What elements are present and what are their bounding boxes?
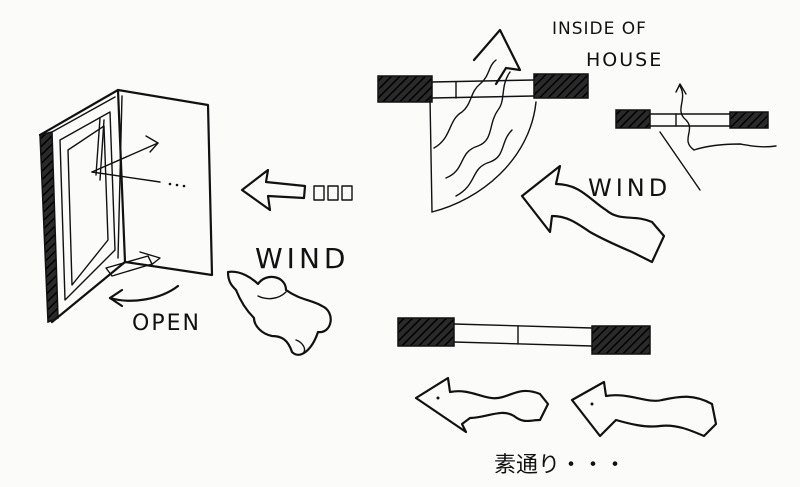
wind-label-right: WIND <box>588 174 671 202</box>
pointing-hand-icon <box>226 270 332 356</box>
window-airflow-arrow <box>91 142 159 173</box>
window-frame-jamb <box>39 131 59 324</box>
inside-of-house-label-1: INSIDE OF <box>552 19 647 39</box>
open-window-drawing: OPEN <box>38 88 214 336</box>
plan-detail-small <box>615 83 777 191</box>
inside-of-house-label-2: HOUSE <box>586 49 663 71</box>
window-sash-open <box>116 88 214 277</box>
plan-view-open-window <box>377 28 589 213</box>
plan-view-closed-window <box>397 317 651 355</box>
wind-arrow-right-top <box>520 164 666 264</box>
window-swing-arc <box>429 97 433 213</box>
wind-label-left: WIND <box>255 242 349 275</box>
open-label: OPEN <box>132 311 201 336</box>
airflow-wave-top <box>433 59 497 149</box>
wall-right-top <box>533 73 589 99</box>
open-arrow <box>108 284 180 302</box>
bottom-note: 素通り・・・ <box>494 453 626 478</box>
wind-arrow-bottom-right <box>570 380 718 438</box>
wall-left-top <box>377 75 433 103</box>
window-glass <box>59 111 116 301</box>
wind-arrow-bottom-left <box>414 376 550 434</box>
wind-direction-arrow-left <box>240 168 353 212</box>
